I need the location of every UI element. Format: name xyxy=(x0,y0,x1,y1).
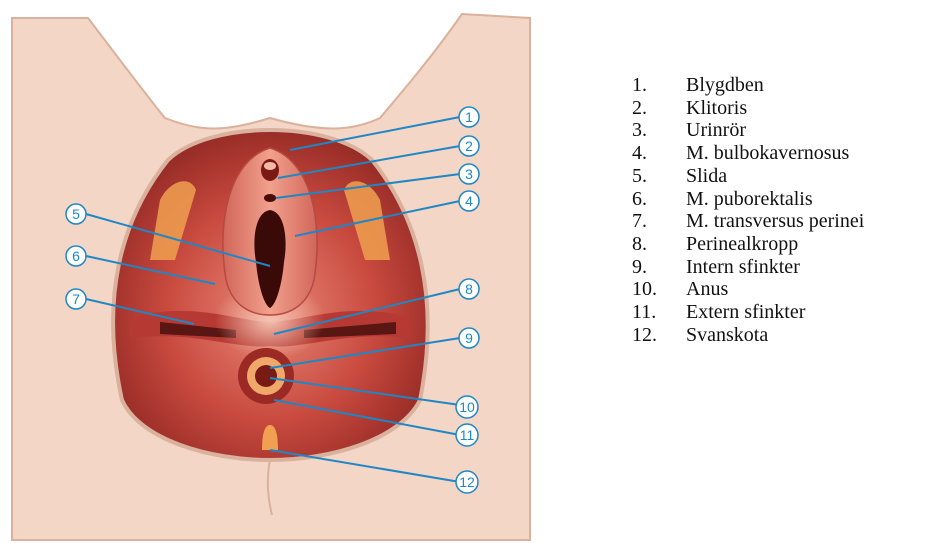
svg-text:3: 3 xyxy=(465,166,473,182)
svg-text:6: 6 xyxy=(72,248,80,264)
legend-item: 8.Perinealkropp xyxy=(632,233,864,256)
callout-8: 8 xyxy=(459,279,479,299)
legend-label: M. transversus perinei xyxy=(686,210,864,233)
callout-11: 11 xyxy=(456,424,478,446)
svg-text:1: 1 xyxy=(465,109,473,125)
legend-item: 5.Slida xyxy=(632,165,864,188)
legend-number: 7. xyxy=(632,210,686,233)
callout-3: 3 xyxy=(459,164,479,184)
legend-label: Urinrör xyxy=(686,119,746,142)
svg-text:7: 7 xyxy=(72,291,80,307)
svg-text:4: 4 xyxy=(465,193,473,209)
legend-item: 7.M. transversus perinei xyxy=(632,210,864,233)
legend-label: Perinealkropp xyxy=(686,233,798,256)
legend-item: 9.Intern sfinkter xyxy=(632,256,864,279)
legend-item: 1.Blygdben xyxy=(632,74,864,97)
svg-text:9: 9 xyxy=(465,330,473,346)
legend-label: Intern sfinkter xyxy=(686,256,800,279)
legend-number: 12. xyxy=(632,324,686,347)
legend-number: 9. xyxy=(632,256,686,279)
callout-9: 9 xyxy=(459,328,479,348)
legend-item: 10.Anus xyxy=(632,278,864,301)
callout-1: 1 xyxy=(459,107,479,127)
perineum-anatomy-illustration: 1 2 3 4 5 6 7 8 9 10 11 12 xyxy=(0,0,540,543)
callout-10: 10 xyxy=(456,396,478,418)
legend-item: 6.M. puborektalis xyxy=(632,188,864,211)
svg-text:10: 10 xyxy=(459,399,475,415)
callout-12: 12 xyxy=(456,471,478,493)
legend-label: M. puborektalis xyxy=(686,188,813,211)
legend-list: 1.Blygdben 2.Klitoris 3.Urinrör 4.M. bul… xyxy=(632,74,864,346)
legend-number: 11. xyxy=(632,301,686,324)
svg-text:2: 2 xyxy=(465,138,473,154)
clitoris-highlight xyxy=(264,162,276,170)
legend-number: 4. xyxy=(632,142,686,165)
legend-label: Slida xyxy=(686,165,727,188)
legend-label: Anus xyxy=(686,278,728,301)
legend-number: 8. xyxy=(632,233,686,256)
callout-2: 2 xyxy=(459,136,479,156)
callout-6: 6 xyxy=(66,246,86,266)
legend-label: Klitoris xyxy=(686,97,747,120)
callout-5: 5 xyxy=(66,204,86,224)
legend-label: Svanskota xyxy=(686,324,768,347)
callout-4: 4 xyxy=(459,191,479,211)
legend-number: 3. xyxy=(632,119,686,142)
legend-number: 5. xyxy=(632,165,686,188)
legend-item: 4.M. bulbokavernosus xyxy=(632,142,864,165)
legend-number: 10. xyxy=(632,278,686,301)
callout-7: 7 xyxy=(66,289,86,309)
legend-item: 2.Klitoris xyxy=(632,97,864,120)
svg-text:5: 5 xyxy=(72,206,80,222)
legend-item: 12.Svanskota xyxy=(632,324,864,347)
legend-item: 3.Urinrör xyxy=(632,119,864,142)
svg-text:11: 11 xyxy=(460,427,475,443)
svg-text:8: 8 xyxy=(465,281,473,297)
legend-label: Blygdben xyxy=(686,74,764,97)
svg-text:12: 12 xyxy=(459,474,475,490)
legend-number: 6. xyxy=(632,188,686,211)
legend-number: 2. xyxy=(632,97,686,120)
urethra xyxy=(264,194,276,202)
legend-number: 1. xyxy=(632,74,686,97)
legend-label: M. bulbokavernosus xyxy=(686,142,849,165)
legend-label: Extern sfinkter xyxy=(686,301,805,324)
legend-item: 11.Extern sfinkter xyxy=(632,301,864,324)
